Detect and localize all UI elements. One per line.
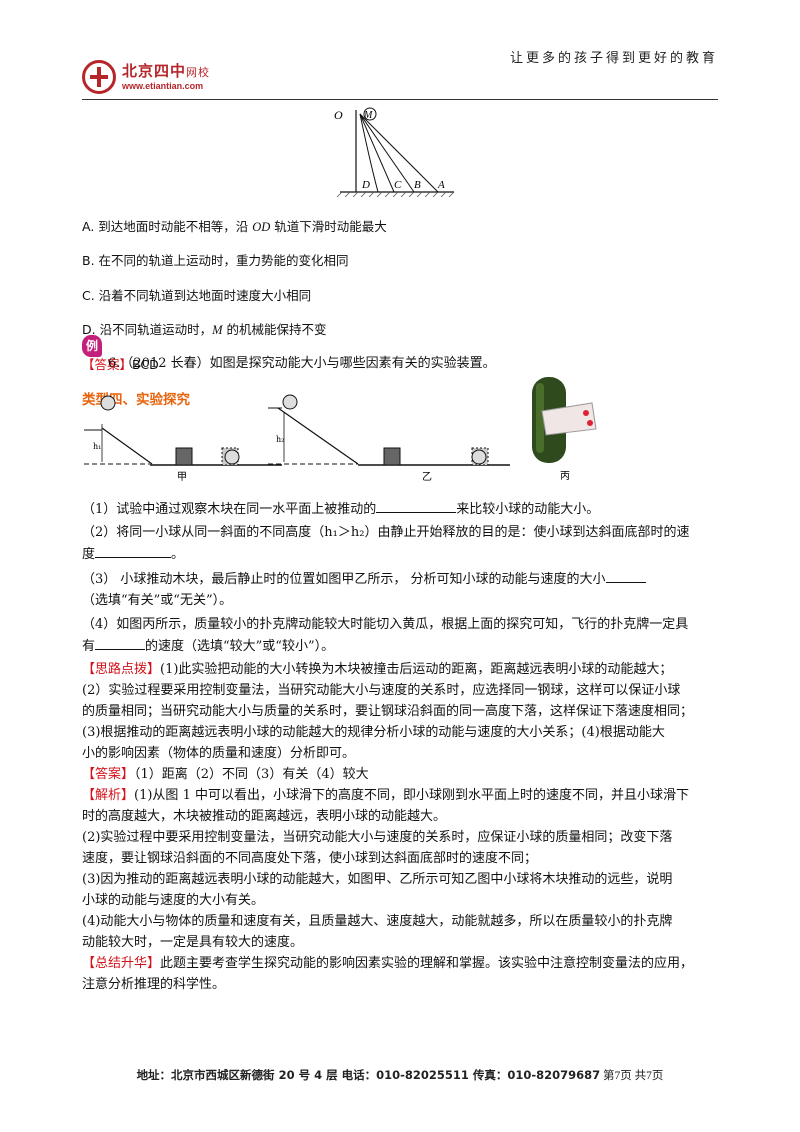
option-c: C. 沿着不同轨道到达地面时速度大小相同 bbox=[82, 287, 312, 303]
example-badge-row: 例 bbox=[82, 335, 106, 357]
footer-address: 地址：北京市西城区新德街 20 号 4 层 电话：010-82025511 传真… bbox=[136, 1068, 601, 1082]
example-badge: 例 bbox=[82, 335, 102, 357]
thinking-1: 【思路点拨】(1)此实验把动能的大小转换为木块被撞击后运动的距离，距离越远表明小… bbox=[82, 662, 673, 677]
thinking-3: 的质量相同；当研究动能大小与质量的关系时，要让钢球沿斜面的同一高度下落，这样保证… bbox=[82, 704, 694, 719]
analysis-6: 小球的动能与速度的大小有关。 bbox=[82, 893, 265, 908]
label-c: C bbox=[394, 179, 402, 191]
option-a: A. 到达地面时动能不相等，沿 OD 轨道下滑时动能最大 bbox=[82, 218, 387, 234]
label-a: A bbox=[437, 179, 445, 191]
logo-name: 北京四中网校 bbox=[122, 62, 211, 80]
thinking-5: 小的影响因素（物体的质量和速度）分析即可。 bbox=[82, 746, 356, 761]
part-4: （4）如图丙所示，质量较小的扑克牌动能较大时能切入黄瓜，根据上面的探究可知，飞行… bbox=[82, 617, 689, 632]
page-number: 第7页 共7页 bbox=[600, 1070, 664, 1082]
option-d: D. 沿不同轨道运动时，M 的机械能保持不变 bbox=[82, 322, 327, 337]
option-b: B. 在不同的轨道上运动时，重力势能的变化相同 bbox=[82, 253, 349, 268]
page-footer: 地址：北京市西城区新德街 20 号 4 层 电话：010-82025511 传真… bbox=[0, 1067, 800, 1083]
label-jia: 甲 bbox=[177, 472, 187, 482]
logo: 北京四中网校 www.etiantian.com bbox=[82, 58, 252, 98]
part-1: （1）试验中通过观察木块在同一水平面上被推动的来比较小球的动能大小。 bbox=[82, 498, 722, 520]
answer-q5: 【答案】BCD bbox=[82, 356, 159, 372]
experiment-figure: h₁ 甲 h₂ 乙 bbox=[84, 394, 510, 482]
analysis-4: 速度，要让钢球沿斜面的不同高度处下落，使小球到达斜面底部时的速度不同； bbox=[82, 851, 538, 866]
part-3b: （选填“有关”或“无关”）。 bbox=[82, 593, 233, 608]
label-b: B bbox=[414, 179, 421, 191]
part-3: （3） 小球推动木块，最后静止时的位置如图甲乙所示， 分析可知小球的动能与速度的… bbox=[82, 568, 722, 590]
tracks-figure: O M D C B A bbox=[334, 107, 455, 198]
thinking-2: (2）实验过程要采用控制变量法，当研究动能大小与速度的关系时，应选择同一钢球，这… bbox=[82, 683, 681, 698]
label-m: M bbox=[363, 110, 373, 121]
answer-q6: 【答案】（1）距离（2）不同（3）有关（4）较大 bbox=[82, 767, 369, 782]
label-d: D bbox=[361, 179, 370, 191]
logo-url: www.etiantian.com bbox=[122, 81, 204, 91]
summary-2: 注意分析推理的科学性。 bbox=[82, 977, 226, 992]
analysis-8: 动能较大时，一定是具有较大的速度。 bbox=[82, 935, 304, 950]
analysis-2: 时的高度越大，木块被推动的距离越远，表明小球的动能越大。 bbox=[82, 809, 447, 824]
question6-stem: 6.（2012 长春）如图是探究动能大小与哪些因素有关的实验装置。 bbox=[108, 356, 496, 371]
header-rule bbox=[82, 99, 718, 100]
analysis-1: 【解析】(1)从图 1 中可以看出，小球滑下的高度不同，即小球刚到水平面上时的速… bbox=[82, 788, 689, 803]
header-slogan: 让更多的孩子得到更好的教育 bbox=[509, 51, 718, 66]
cucumber-card-figure: 丙 bbox=[532, 377, 597, 482]
question6-parts: （1）试验中通过观察木块在同一水平面上被推动的来比较小球的动能大小。 （2）将同… bbox=[82, 498, 722, 995]
logo-mark-icon bbox=[82, 60, 116, 94]
part-4b: 有的速度（选填“较大”或“较小”）。 bbox=[82, 635, 722, 657]
analysis-5: (3)因为推动的距离越远表明小球的动能越大，如图甲、乙所示可知乙图中小球将木块推… bbox=[82, 872, 673, 887]
summary-1: 【总结升华】此题主要考查学生探究动能的影响因素实验的理解和掌握。该实验中注意控制… bbox=[82, 956, 694, 971]
thinking-4: (3)根据推动的距离越远表明小球的动能越大的规律分析小球的动能与速度的大小关系；… bbox=[82, 725, 665, 740]
label-yi: 乙 bbox=[422, 471, 432, 482]
label-bing: 丙 bbox=[560, 471, 570, 482]
analysis-7: (4)动能大小与物体的质量和速度有关，且质量越大、速度越大，动能就越多，所以在质… bbox=[82, 914, 673, 929]
analysis-3: (2)实验过程中要采用控制变量法，当研究动能大小与速度的关系时，应保证小球的质量… bbox=[82, 830, 673, 845]
label-h1: h₁ bbox=[93, 442, 101, 451]
label-o: O bbox=[334, 108, 343, 122]
part-2: （2）将同一小球从同一斜面的不同高度（h₁＞h₂）由静止开始释放的目的是：使小球… bbox=[82, 525, 690, 540]
label-h2: h₂ bbox=[276, 435, 284, 444]
part-2b: 度。 bbox=[82, 543, 722, 565]
